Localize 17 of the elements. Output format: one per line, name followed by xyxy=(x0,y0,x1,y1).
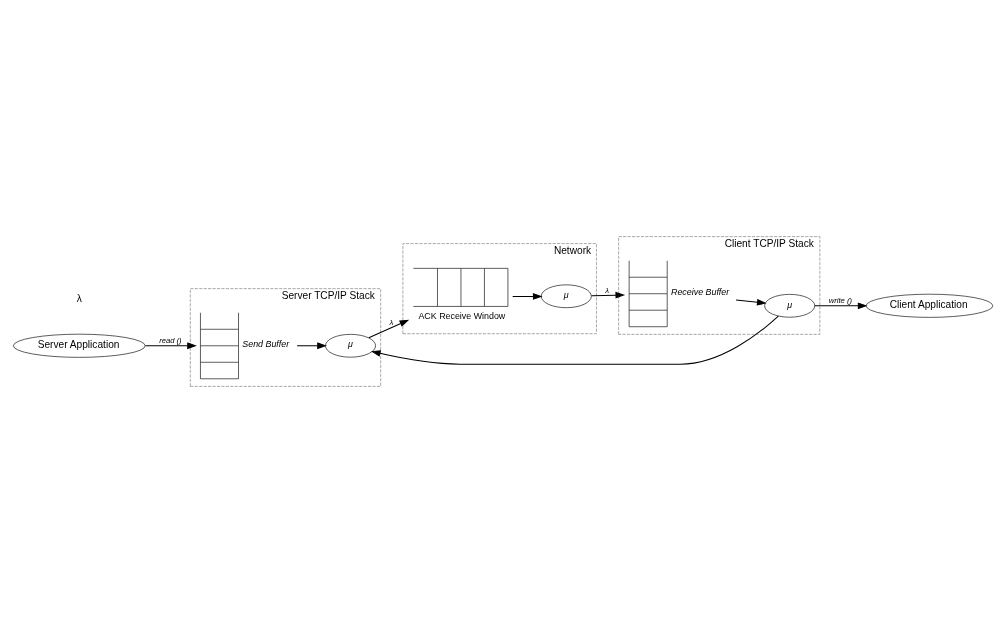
arrow xyxy=(735,298,767,306)
label: λ xyxy=(76,293,82,305)
node-ellipse: μ xyxy=(764,294,816,318)
arrow xyxy=(368,319,410,339)
arrow xyxy=(591,291,626,299)
node-ellipse: Server Application xyxy=(13,333,146,358)
arrow xyxy=(144,342,197,350)
node-ellipse: μ xyxy=(540,284,592,308)
node-ellipse: Client Application xyxy=(865,293,994,318)
arrow xyxy=(370,315,779,365)
node-text: Send Buffer xyxy=(242,339,290,350)
arrow xyxy=(814,302,868,310)
node-text: Receive Buffer xyxy=(671,287,730,298)
arrow xyxy=(296,342,327,350)
node-text: ACK Receive Window xyxy=(418,310,506,321)
arrow xyxy=(512,293,543,300)
node-ellipse: μ xyxy=(325,334,376,358)
